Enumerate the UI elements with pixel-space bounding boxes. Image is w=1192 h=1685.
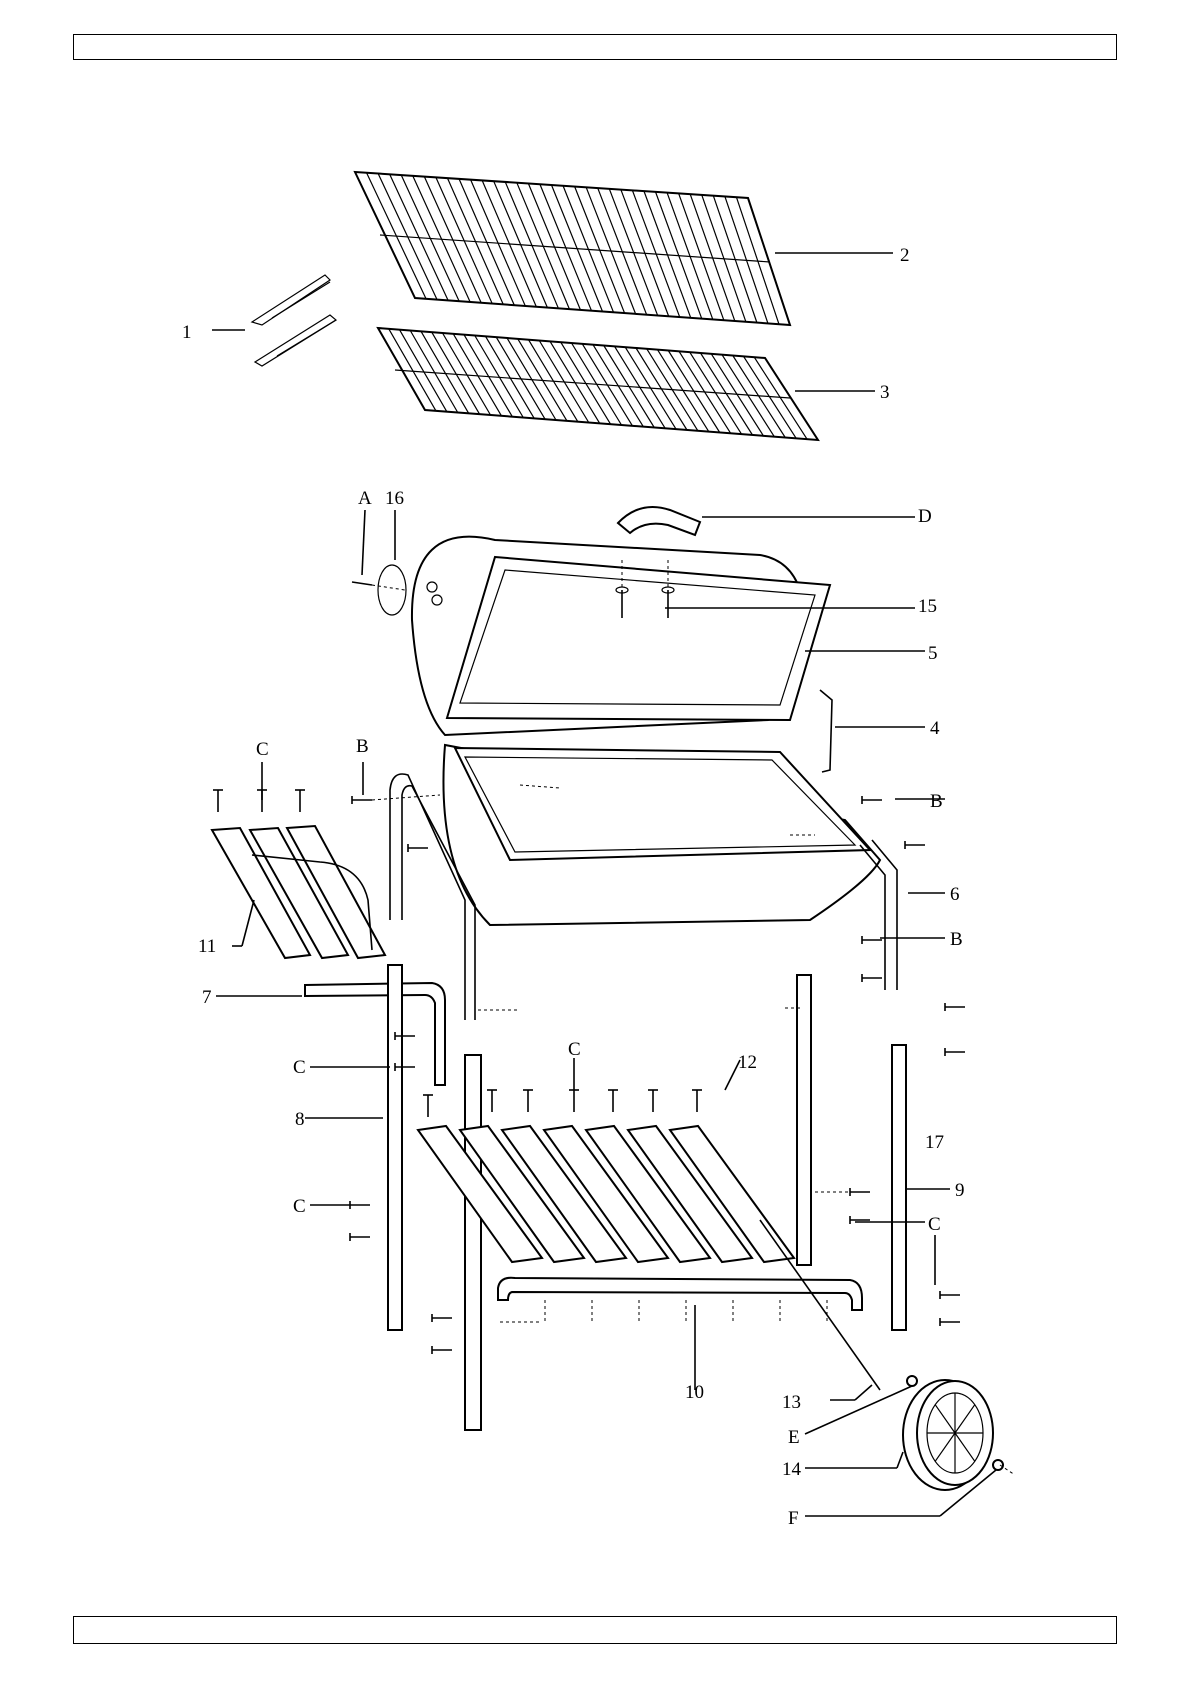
label-17: 17 [925, 1132, 944, 1153]
label-C-leg: C [293, 1196, 306, 1217]
label-10: 10 [685, 1382, 704, 1403]
label-D: D [918, 506, 932, 527]
lid-handle [618, 507, 700, 535]
label-14: 14 [782, 1459, 802, 1480]
hinge-pin [820, 690, 832, 772]
footer-text [74, 1621, 82, 1636]
leg-right-rear [797, 975, 811, 1265]
lid [378, 537, 830, 735]
label-C-slats: C [568, 1039, 581, 1060]
label-11: 11 [198, 936, 216, 957]
label-13: 13 [782, 1392, 801, 1413]
label-16: 16 [385, 488, 404, 509]
label-3: 3 [880, 382, 890, 403]
label-15: 15 [918, 596, 937, 617]
label-8: 8 [295, 1109, 305, 1130]
wheel [903, 1380, 993, 1490]
leg-left-front [388, 965, 402, 1330]
charcoal-grid [378, 328, 818, 440]
side-shelf [212, 826, 385, 958]
label-2: 2 [900, 245, 910, 266]
leg-left-rear [465, 1055, 481, 1430]
leg-right-front [892, 1045, 906, 1330]
lower-frame [498, 1278, 862, 1310]
label-1: 1 [182, 322, 192, 343]
label-12: 12 [738, 1052, 757, 1073]
washer-e [907, 1376, 917, 1386]
label-4: 4 [930, 718, 940, 739]
cooking-grid [355, 172, 790, 325]
label-9: 9 [955, 1180, 965, 1201]
label-B-right-2: B [950, 929, 963, 950]
label-6: 6 [950, 884, 960, 905]
label-C-bracket: C [293, 1057, 306, 1078]
grid-lifters [252, 275, 336, 366]
label-B-top-left: B [356, 736, 369, 757]
label-C-shelf: C [256, 739, 269, 760]
nut-f [993, 1460, 1003, 1470]
label-E: E [788, 1427, 800, 1448]
label-A: A [358, 488, 372, 509]
label-C-right: C [928, 1214, 941, 1235]
label-5: 5 [928, 643, 938, 664]
footer-frame [73, 1616, 1117, 1644]
label-F: F [788, 1508, 799, 1529]
label-B-right-1: B [930, 791, 943, 812]
label-7: 7 [202, 987, 212, 1008]
shelf-bracket [305, 983, 445, 1085]
